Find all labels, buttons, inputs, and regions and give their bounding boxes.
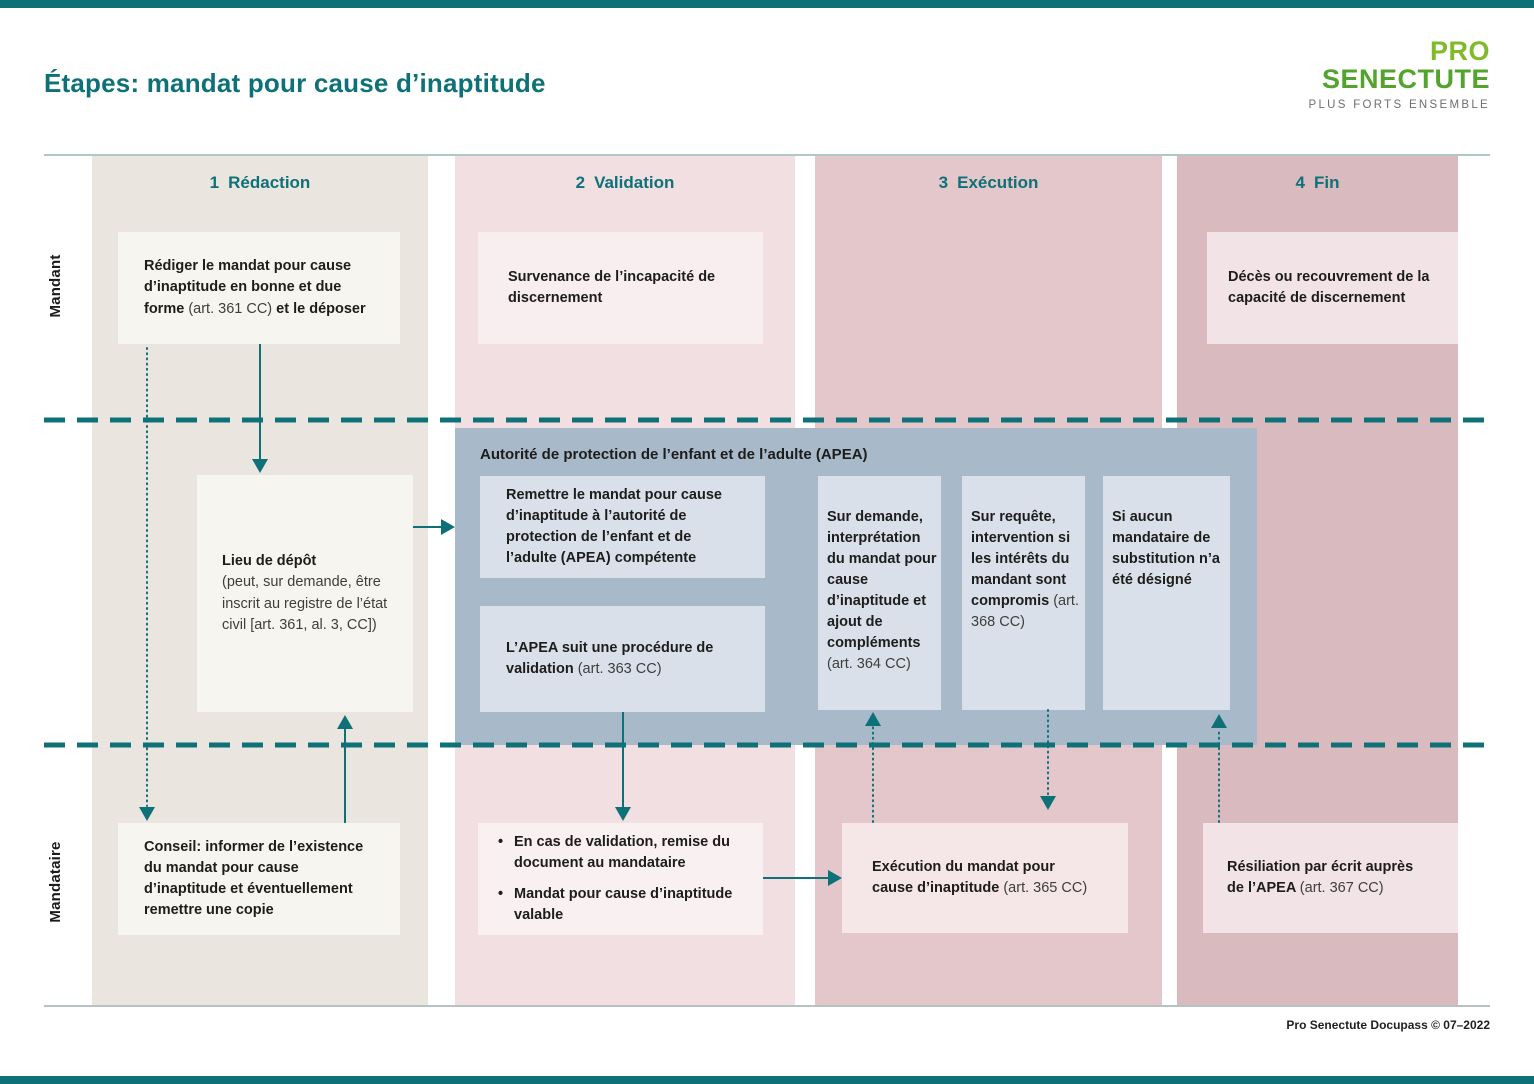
box-procedure-validation: L’APEA suit une procédure de validation … xyxy=(480,606,765,712)
footer-rule xyxy=(44,1005,1490,1007)
bullet-icon: • xyxy=(498,834,504,851)
bullet-item: • Mandat pour cause d’inaptitude valable xyxy=(498,884,755,926)
box-validation-remise: • En cas de validation, remise du docume… xyxy=(478,823,763,935)
box-rediger-mandat: Rédiger le mandat pour cause d’inaptitud… xyxy=(118,232,400,344)
box-remettre-mandat-apea: Remettre le mandat pour cause d’inaptitu… xyxy=(480,476,765,578)
box-sur-requete-intervention: Sur requête, intervention si les intérêt… xyxy=(962,476,1085,710)
box-survenance-incapacite: Survenance de l’incapacité de discerneme… xyxy=(478,232,763,344)
box-lieu-de-depot: Lieu de dépôt(peut, sur demande, être in… xyxy=(197,475,413,712)
box-sur-demande-interpretation: Sur demande, interprétation du mandat po… xyxy=(818,476,941,710)
row-label-mandataire: Mandataire xyxy=(47,841,64,923)
top-accent-bar xyxy=(0,0,1534,8)
page-title: Étapes: mandat pour cause d’inaptitude xyxy=(44,68,546,98)
bullet-item: • En cas de validation, remise du docume… xyxy=(498,832,755,874)
box-resiliation-apea: Résiliation par écrit auprès de l’APEA (… xyxy=(1203,823,1458,933)
box-deces-recouvrement: Décès ou recouvrement de la capacité de … xyxy=(1207,232,1458,344)
box-execution-mandat: Exécution du mandat pour cause d’inaptit… xyxy=(842,823,1128,933)
row-label-mandant: Mandant xyxy=(47,254,64,318)
box-conseil-informer: Conseil: informer de l’existence du mand… xyxy=(118,823,400,935)
logo-word-senectute: SENECTUTE xyxy=(1321,63,1490,94)
apea-panel: Autorité de protection de l’enfant et de… xyxy=(455,428,1257,745)
logo-word-pro: PRO xyxy=(1429,36,1490,66)
logo-tagline: PLUS FORTS ENSEMBLE xyxy=(1308,99,1490,112)
bottom-accent-bar xyxy=(0,1076,1534,1084)
bullet-icon: • xyxy=(498,885,504,902)
box-si-aucun-mandataire: Si aucun mandataire de substitution n’a … xyxy=(1103,476,1230,710)
pro-senectute-logo: PRO SENECTUTE PLUS FORTS ENSEMBLE xyxy=(1308,36,1490,112)
header-rule xyxy=(44,154,1490,156)
apea-panel-title: Autorité de protection de l’enfant et de… xyxy=(480,446,868,463)
footer-credit: Pro Senectute Docupass © 07–2022 xyxy=(1286,1018,1490,1032)
